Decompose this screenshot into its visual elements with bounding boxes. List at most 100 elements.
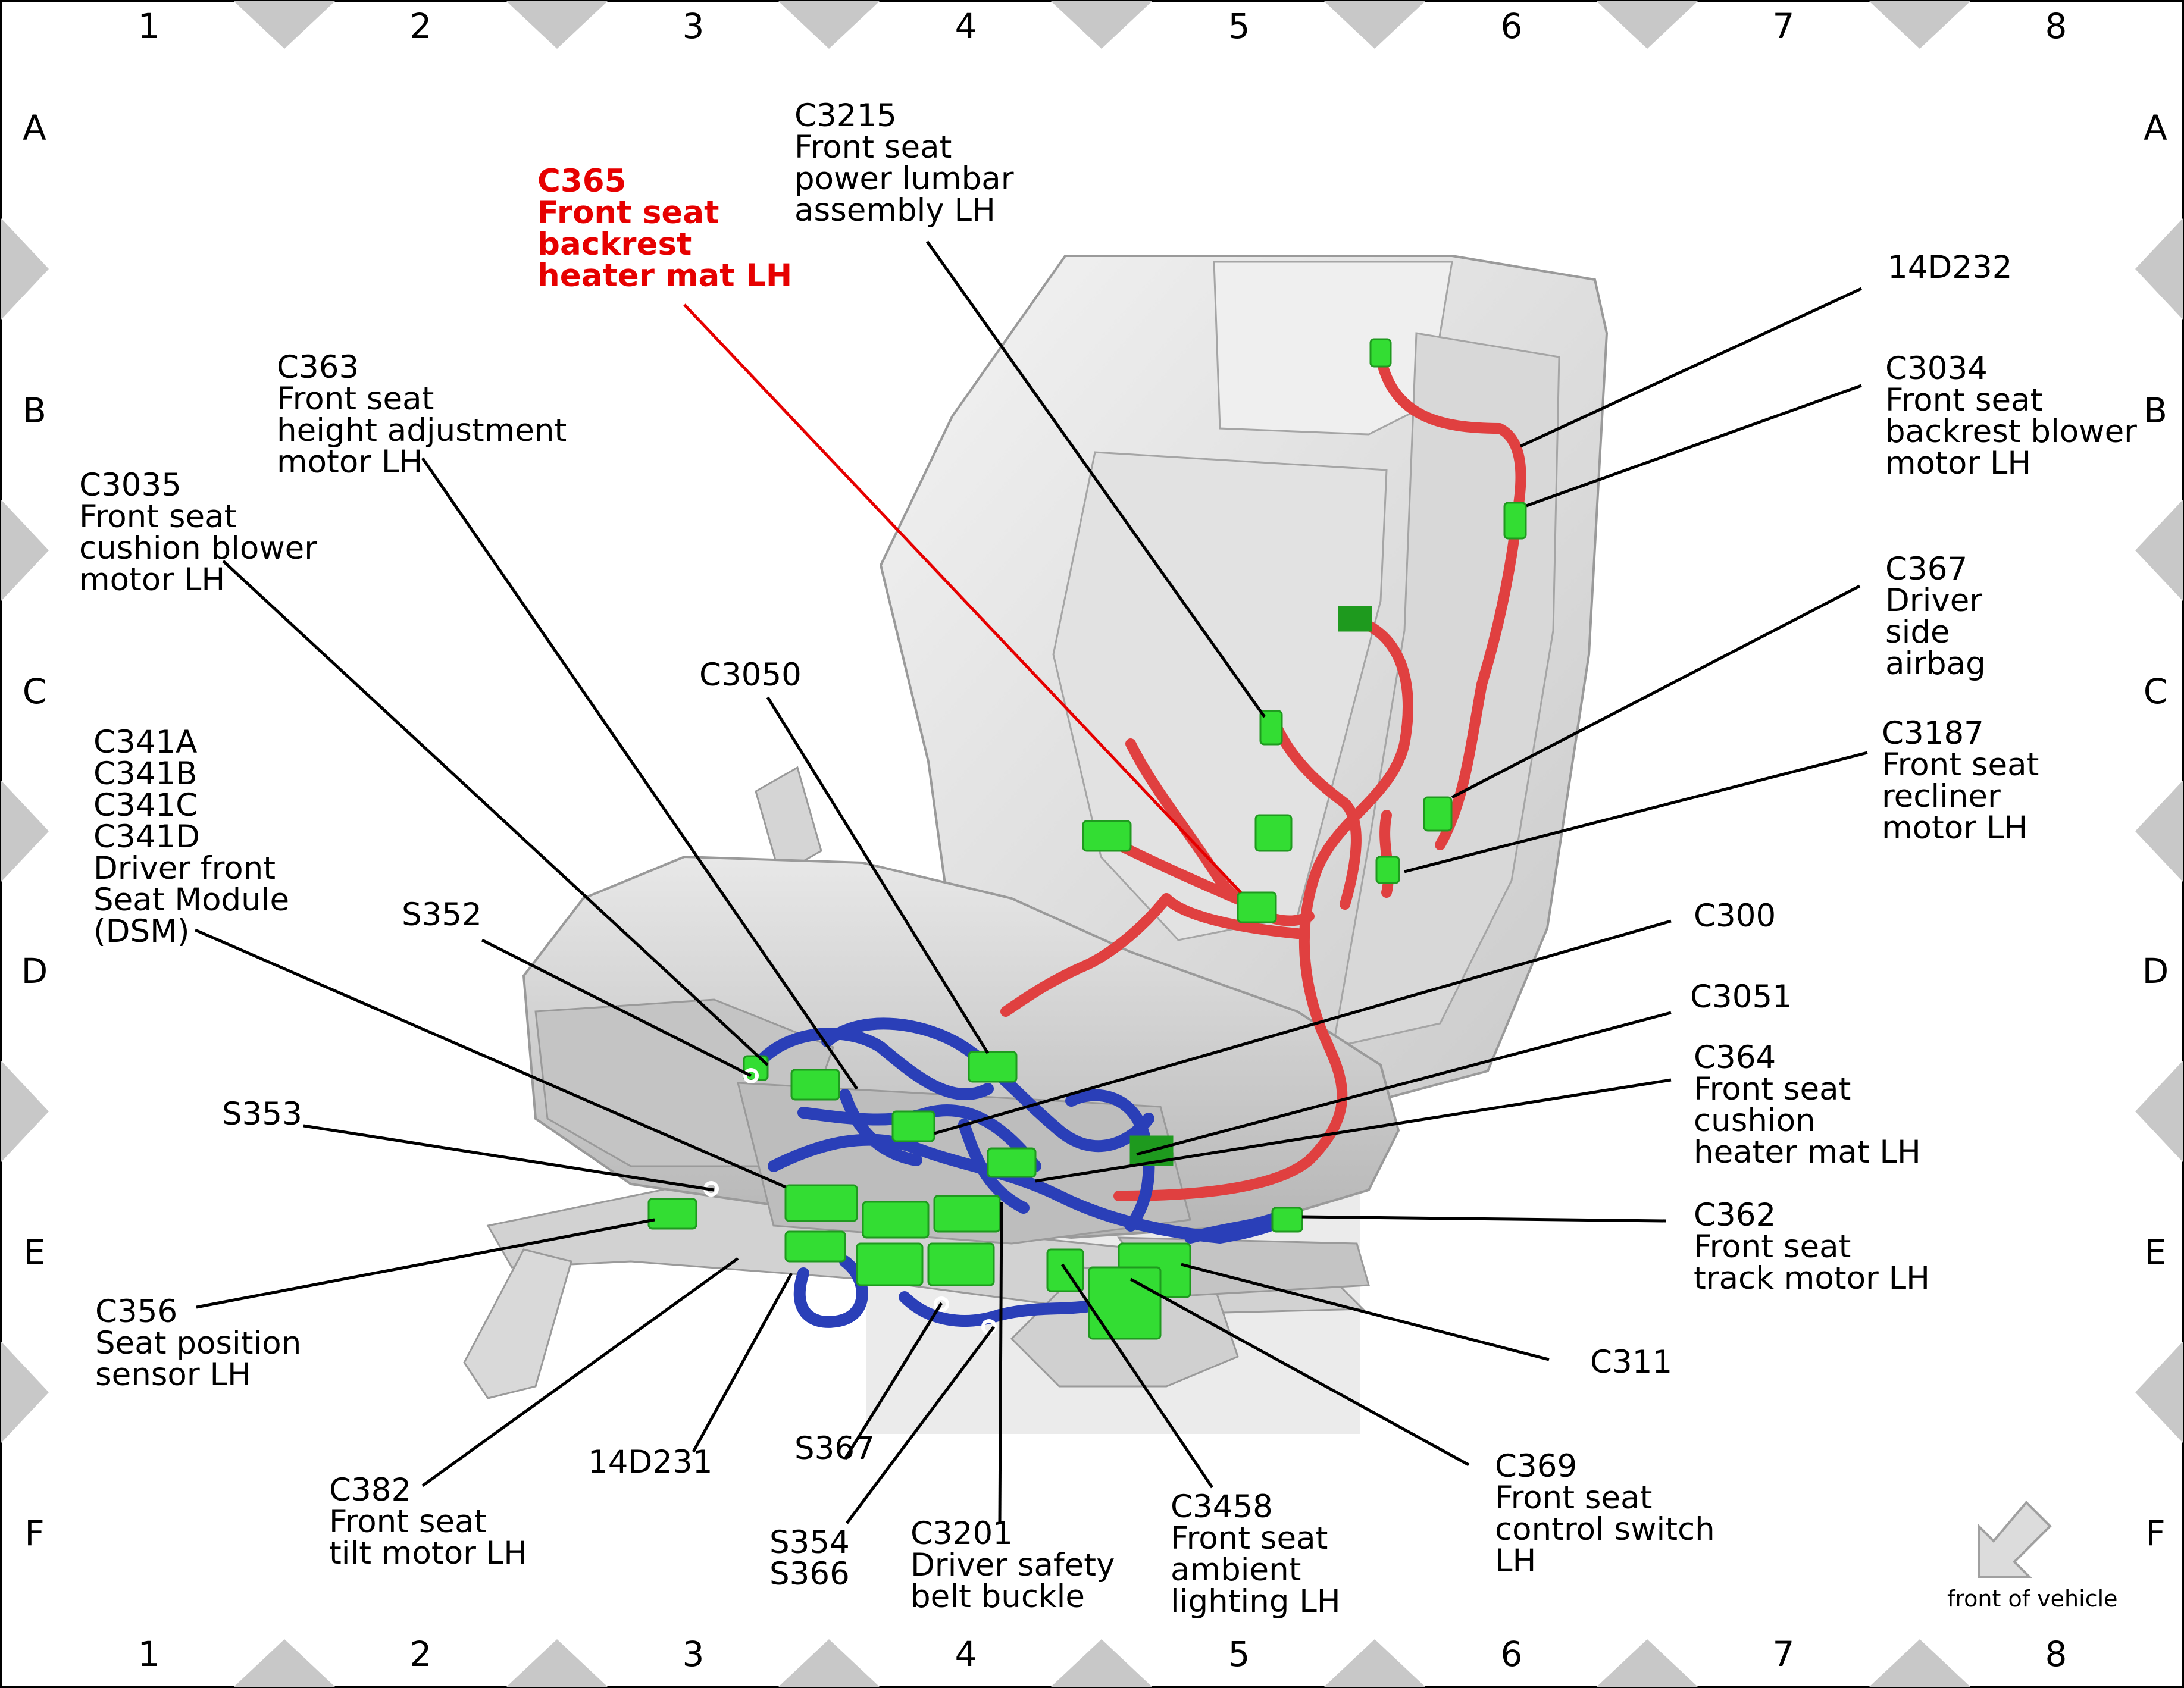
grid-marker-bottom xyxy=(778,1639,880,1687)
callout-14d231: 14D231 xyxy=(588,1444,712,1480)
grid-label: F xyxy=(24,1513,44,1554)
callout-line: Front seat xyxy=(1495,1480,1652,1516)
callout-line: C3187 xyxy=(1882,715,1984,751)
front-arrow-icon xyxy=(1978,1501,2052,1578)
callout-line: C364 xyxy=(1694,1039,1776,1076)
callout-line: control switch xyxy=(1495,1511,1715,1548)
grid-marker-bottom xyxy=(1597,1639,1698,1687)
connector-c3034 xyxy=(1503,502,1527,540)
grid-marker-right xyxy=(2135,1061,2183,1162)
grid-label: B xyxy=(23,390,46,431)
callout-line: C3201 xyxy=(910,1515,1013,1552)
grid-label: 1 xyxy=(138,6,160,46)
callout-line: assembly LH xyxy=(794,192,996,228)
grid-marker-top xyxy=(234,1,335,49)
leader-c3034 xyxy=(1526,384,1862,508)
callout-line: S354 xyxy=(769,1524,850,1561)
grid-marker-top xyxy=(506,1,608,49)
callout-line: C3215 xyxy=(794,98,897,134)
callout-line: C311 xyxy=(1590,1344,1672,1380)
grid-label: 4 xyxy=(955,1634,977,1674)
connector-c362 xyxy=(1271,1207,1303,1233)
connector-c3187 xyxy=(1375,856,1400,884)
leader-c369 xyxy=(1129,1277,1470,1467)
connector-backrest-dark xyxy=(1338,606,1372,632)
grid-label: D xyxy=(21,951,48,991)
leader-s353 xyxy=(303,1124,715,1192)
callout-line: Front seat xyxy=(1694,1229,1851,1265)
callout-line: Seat position xyxy=(95,1325,301,1361)
callout-14d232: 14D232 xyxy=(1888,249,2012,286)
callout-line: C369 xyxy=(1495,1448,1577,1485)
leader-c362 xyxy=(1301,1215,1667,1223)
grid-marker-bottom xyxy=(1324,1639,1425,1687)
callout-line: C3035 xyxy=(79,467,182,503)
front-of-vehicle-indicator: front of vehicle xyxy=(1947,1501,2118,1612)
callout-line: ambient xyxy=(1171,1552,1301,1588)
grid-label: 4 xyxy=(955,6,977,46)
grid-label: 3 xyxy=(683,1634,705,1674)
callout-line: Front seat xyxy=(329,1504,486,1540)
grid-label: D xyxy=(2142,951,2169,991)
leader-c3215 xyxy=(925,240,1266,718)
callout-line: cushion xyxy=(1694,1103,1816,1139)
callout-line: recliner xyxy=(1882,778,2001,815)
grid-marker-right xyxy=(2135,218,2183,320)
callout-line: heater mat LH xyxy=(537,258,792,294)
grid-label: 2 xyxy=(410,6,432,46)
grid-marker-bottom xyxy=(1869,1639,1970,1687)
grid-label: 2 xyxy=(410,1634,432,1674)
callout-s352: S352 xyxy=(402,897,482,933)
callout-c311: C311 xyxy=(1590,1344,1672,1380)
leader-lines xyxy=(195,240,1868,1524)
callout-line: C3034 xyxy=(1885,350,1988,387)
callout-s367: S367 xyxy=(794,1430,875,1467)
grid-marker-right xyxy=(2135,781,2183,882)
callout-line: airbag xyxy=(1885,646,1986,682)
leader-c363 xyxy=(421,457,859,1090)
grid-label: 7 xyxy=(1773,1634,1795,1674)
leader-c356 xyxy=(196,1218,655,1309)
grid-label: 5 xyxy=(1228,6,1250,46)
callout-line: belt buckle xyxy=(910,1579,1085,1615)
grid-label: 6 xyxy=(1501,6,1523,46)
leader-14d232 xyxy=(1519,287,1863,448)
grid-label: A xyxy=(23,108,46,148)
leader-c3187 xyxy=(1404,751,1868,873)
connector-dsm-f xyxy=(927,1242,995,1286)
callout-line: motor LH xyxy=(1885,445,2031,481)
front-of-vehicle-label: front of vehicle xyxy=(1947,1586,2118,1612)
grid-label: A xyxy=(2144,108,2167,148)
callout-line: (DSM) xyxy=(93,913,190,950)
callout-line: Driver front xyxy=(93,850,276,887)
callout-line: motor LH xyxy=(79,562,225,598)
grid-marker-top xyxy=(1051,1,1152,49)
callout-line: S353 xyxy=(222,1096,302,1132)
leader-c300 xyxy=(934,919,1672,1135)
callout-line: backrest blower xyxy=(1885,414,2137,450)
connector-backrest-b xyxy=(1254,814,1293,852)
recliner-hinge xyxy=(755,766,822,876)
callout-line: motor LH xyxy=(1882,810,2027,846)
grid-label: 6 xyxy=(1501,1634,1523,1674)
callout-line: C365 xyxy=(537,163,627,199)
grid-label: 3 xyxy=(683,6,705,46)
callout-c300: C300 xyxy=(1694,898,1776,934)
grid-label: 8 xyxy=(2045,6,2067,46)
grid-marker-bottom xyxy=(234,1639,335,1687)
callout-line: C363 xyxy=(277,349,359,386)
grid-label: 8 xyxy=(2045,1634,2067,1674)
callout-line: S366 xyxy=(769,1556,850,1592)
